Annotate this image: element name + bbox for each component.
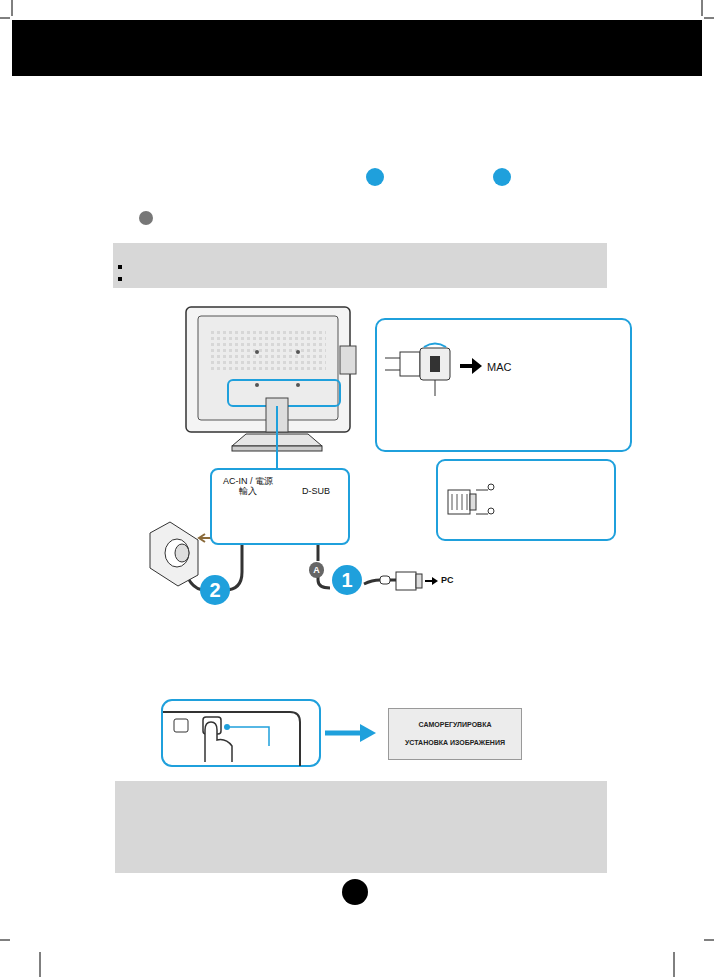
node-text: 2 xyxy=(209,579,220,602)
callout-letter: A xyxy=(309,562,324,578)
device-label: PC xyxy=(441,575,454,585)
callout-number: 1 xyxy=(332,565,362,595)
page-number-marker xyxy=(342,879,368,905)
power-button-illustration xyxy=(162,700,376,766)
osd-message-box: САМОРЕГУЛИРОВКА УСТАНОВКА ИЗОБРАЖЕНИЯ xyxy=(388,708,522,760)
note-box xyxy=(115,781,607,873)
node-text: D-SUB xyxy=(302,486,330,496)
monitor-back xyxy=(186,307,356,468)
grey-marker xyxy=(139,211,153,225)
node-text: 1 xyxy=(341,569,352,592)
header-bar xyxy=(12,20,702,76)
node-text: MAC xyxy=(487,361,630,374)
bullet xyxy=(118,265,122,269)
node-text: УСТАНОВКА ИЗОБРАЖЕНИЯ xyxy=(405,739,505,747)
mac-adapter xyxy=(385,344,482,397)
step-marker xyxy=(493,168,511,186)
note-box xyxy=(113,243,607,288)
connector-panel: AC-IN / 電源輸入 D-SUB xyxy=(210,468,350,545)
callout-box xyxy=(437,460,615,540)
step-marker xyxy=(366,168,384,186)
node-text: A xyxy=(313,565,320,575)
bullet xyxy=(118,277,122,281)
node-text: AC-IN / 電源輸入 xyxy=(220,476,276,497)
mac-callout-box: MAC xyxy=(375,318,632,452)
callout-number: 2 xyxy=(200,575,230,605)
node-text: САМОРЕГУЛИРОВКА xyxy=(419,721,492,729)
cable-connector xyxy=(448,484,494,514)
